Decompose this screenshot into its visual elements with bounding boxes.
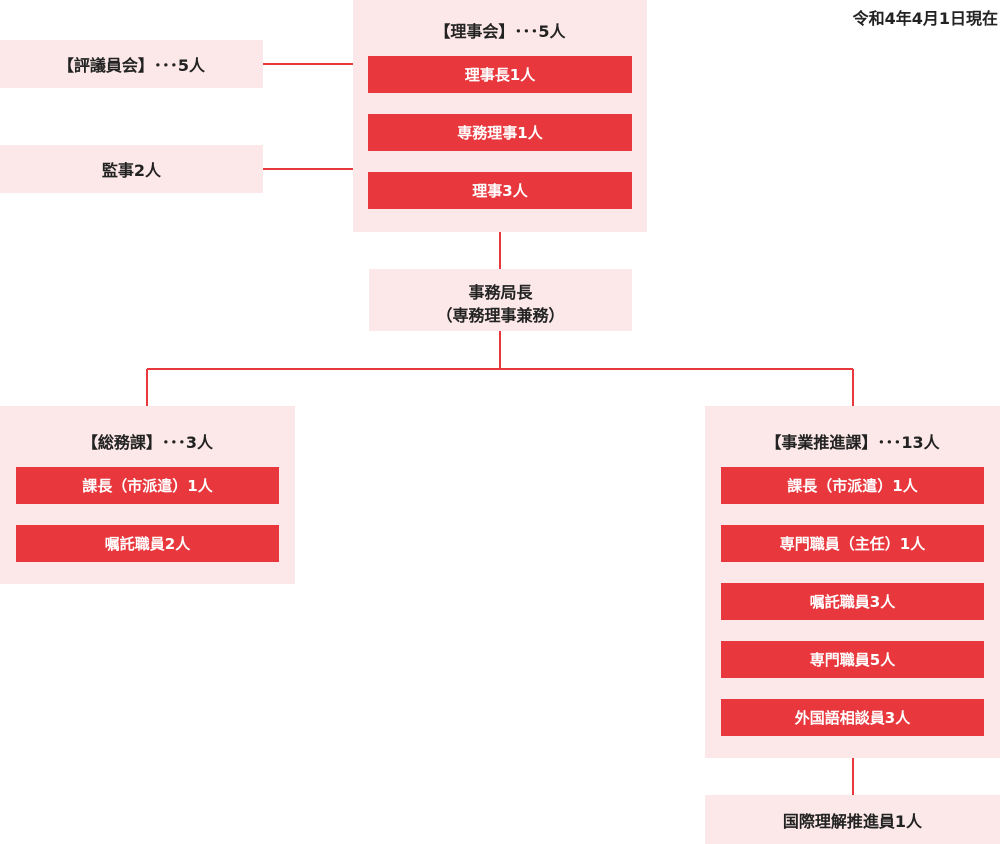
secretariat-title: 事務局長 xyxy=(468,283,533,302)
business-member: 専門職員5人 xyxy=(721,641,984,678)
as-of-date: 令和4年4月1日現在 xyxy=(852,9,998,28)
councilors-label: 【評議員会】･･･5人 xyxy=(57,56,206,75)
business-title: 【事業推進課】･･･13人 xyxy=(765,433,940,452)
board-title: 【理事会】･･･5人 xyxy=(434,22,566,41)
business-member: 専門職員（主任）1人 xyxy=(721,525,984,562)
auditors-box: 監事2人 xyxy=(0,145,263,193)
board-member-executive: 専務理事1人 xyxy=(368,114,632,151)
secretariat-subtitle: （専務理事兼務） xyxy=(436,306,565,325)
general-affairs-member: 課長（市派遣）1人 xyxy=(16,467,279,504)
councilors-box: 【評議員会】･･･5人 xyxy=(0,40,263,88)
board-member-directors: 理事3人 xyxy=(368,172,632,209)
secretariat-box: 事務局長 （専務理事兼務） xyxy=(369,269,632,331)
general-affairs-box: 【総務課】･･･3人 課長（市派遣）1人 嘱託職員2人 xyxy=(0,406,295,584)
international-label: 国際理解推進員1人 xyxy=(782,811,923,831)
business-member: 課長（市派遣）1人 xyxy=(721,467,984,504)
business-box: 【事業推進課】･･･13人 課長（市派遣）1人 専門職員（主任）1人 嘱託職員3… xyxy=(705,406,1000,758)
general-affairs-title: 【総務課】･･･3人 xyxy=(81,433,214,452)
business-member: 嘱託職員3人 xyxy=(721,583,984,620)
business-member: 外国語相談員3人 xyxy=(721,699,984,736)
board-member-chairman: 理事長1人 xyxy=(368,56,632,93)
international-box: 国際理解推進員1人 xyxy=(705,795,1000,844)
board-box: 【理事会】･･･5人 理事長1人 専務理事1人 理事3人 xyxy=(353,0,647,232)
auditors-label: 監事2人 xyxy=(101,161,162,180)
general-affairs-member: 嘱託職員2人 xyxy=(16,525,279,562)
